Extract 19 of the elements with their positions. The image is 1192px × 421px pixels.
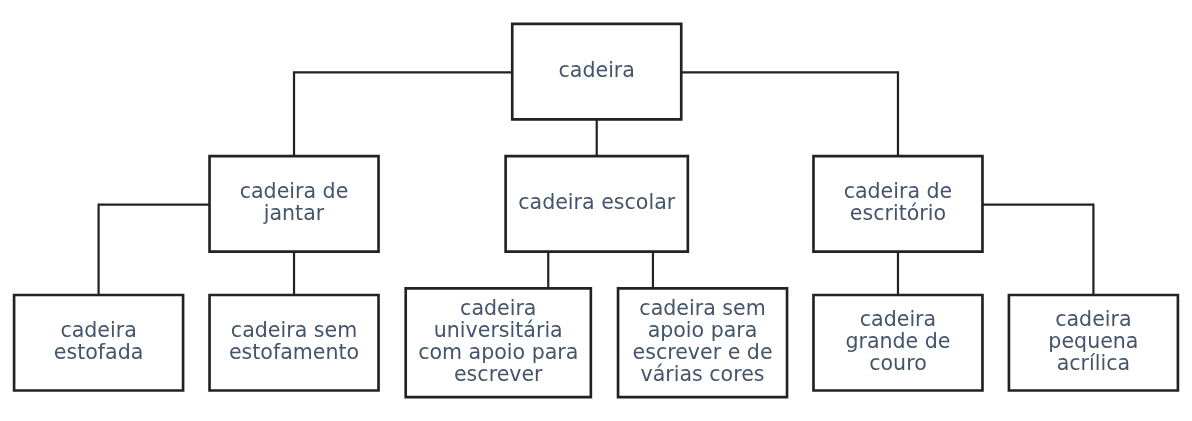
connector bbox=[97, 203, 210, 295]
connector bbox=[982, 203, 1095, 295]
node-box: cadeira de jantar bbox=[208, 154, 380, 253]
node-box: cadeira estofada bbox=[12, 293, 185, 392]
node-box: cadeira sem estofamento bbox=[208, 293, 380, 392]
node-box: cadeira de escritório bbox=[812, 154, 984, 253]
connector bbox=[896, 251, 900, 295]
connector bbox=[547, 251, 550, 289]
node-box: cadeira escolar bbox=[504, 154, 690, 253]
connector bbox=[651, 251, 655, 289]
connector bbox=[681, 71, 900, 157]
node-box: cadeira pequena acrílica bbox=[1007, 293, 1180, 392]
node-box: cadeira sem apoio para escrever e de várias cores bbox=[616, 287, 789, 399]
connector bbox=[595, 119, 598, 157]
connector bbox=[292, 71, 512, 157]
node-box: cadeira universitária com apoio para escrever bbox=[404, 287, 593, 399]
connector bbox=[292, 251, 296, 295]
node-box: cadeira grande de couro bbox=[812, 293, 984, 392]
node-box: cadeira bbox=[510, 22, 683, 121]
